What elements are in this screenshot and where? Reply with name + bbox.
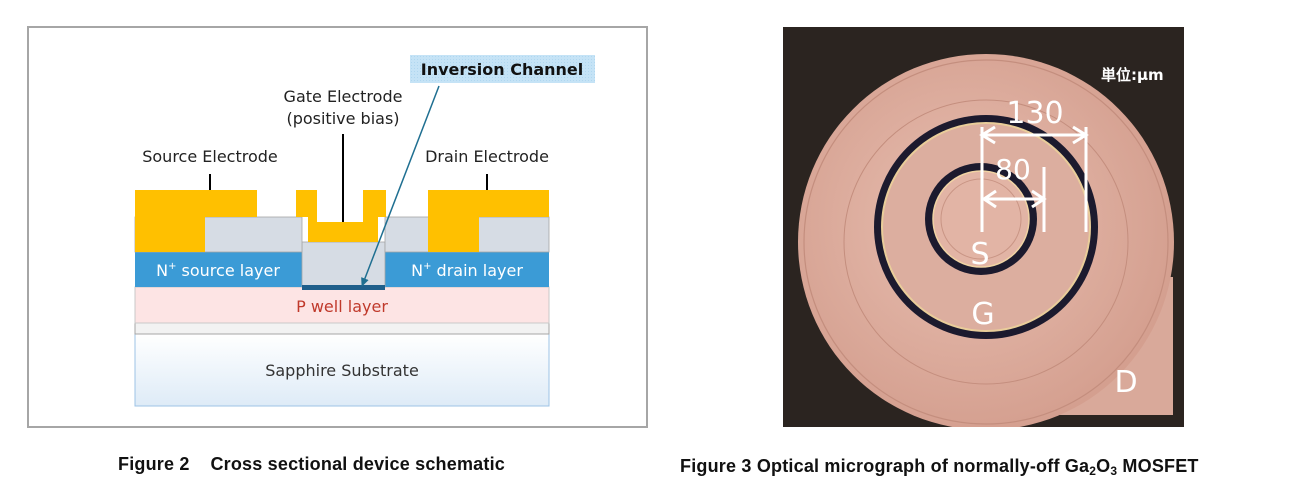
- source-electrode-label: Source Electrode: [142, 147, 278, 166]
- dimension-80: [981, 167, 1047, 232]
- figure3-caption-sub1: 2: [1089, 464, 1097, 478]
- gate-bias-label: (positive bias): [286, 109, 399, 128]
- figure3-caption-prefix: Figure 3 Optical micrograph of normally-…: [680, 456, 1090, 476]
- drain-ring-inner-edge: [843, 99, 1129, 385]
- inversion-channel-arrow: [361, 85, 440, 287]
- dimension-80-label: 80: [995, 153, 1031, 186]
- sapphire-substrate: [134, 333, 550, 407]
- buffer-layer: [134, 322, 550, 335]
- gate-electrode-label: Gate Electrode: [284, 87, 403, 106]
- drain-ring-edge: [803, 59, 1169, 425]
- drain-electrode-label: Drain Electrode: [425, 147, 549, 166]
- inversion-channel: [302, 285, 385, 290]
- figure2-caption: Figure 2 Cross sectional device schemati…: [118, 454, 505, 475]
- p-well-layer: [134, 286, 550, 324]
- figure2-caption-text: Cross sectional device schematic: [210, 454, 505, 474]
- n-drain-layer: [385, 252, 549, 287]
- figure2-caption-number: Figure 2: [118, 454, 190, 474]
- unit-label: 単位:μm: [1101, 66, 1164, 84]
- gate-oxide-region: [301, 241, 386, 288]
- dimension-130-label: 130: [1006, 96, 1063, 131]
- drain-label: D: [1114, 365, 1137, 400]
- dimension-130: [979, 125, 1089, 232]
- figure3-caption: Figure 3 Optical micrograph of normally-…: [680, 456, 1199, 478]
- source-electrode: [135, 190, 257, 252]
- inversion-channel-label: Inversion Channel: [421, 60, 584, 79]
- substrate-label: Sapphire Substrate: [265, 361, 419, 380]
- figure3-caption-suffix: MOSFET: [1117, 456, 1199, 476]
- figure2-frame: Inversion Channel Gate Electrode (positi…: [27, 26, 648, 428]
- p-well-label: P well layer: [296, 297, 388, 316]
- gate-label: G: [971, 297, 994, 332]
- optical-micrograph: 130 80 単位:μm S G D: [783, 27, 1184, 427]
- drain-electrode: [428, 190, 549, 252]
- gate-electrode: [296, 190, 386, 242]
- figure3-caption-sub2: 3: [1110, 464, 1118, 478]
- source-label: S: [970, 237, 989, 272]
- cross-section-diagram: Inversion Channel Gate Electrode (positi…: [134, 55, 595, 407]
- inversion-channel-label-box: [410, 55, 595, 83]
- figure3-caption-mid: O: [1096, 456, 1111, 476]
- n-source-layer: [135, 252, 302, 287]
- n-source-layer-label: N+ source layer: [156, 261, 280, 280]
- n-drain-layer-label: N+ drain layer: [411, 261, 523, 280]
